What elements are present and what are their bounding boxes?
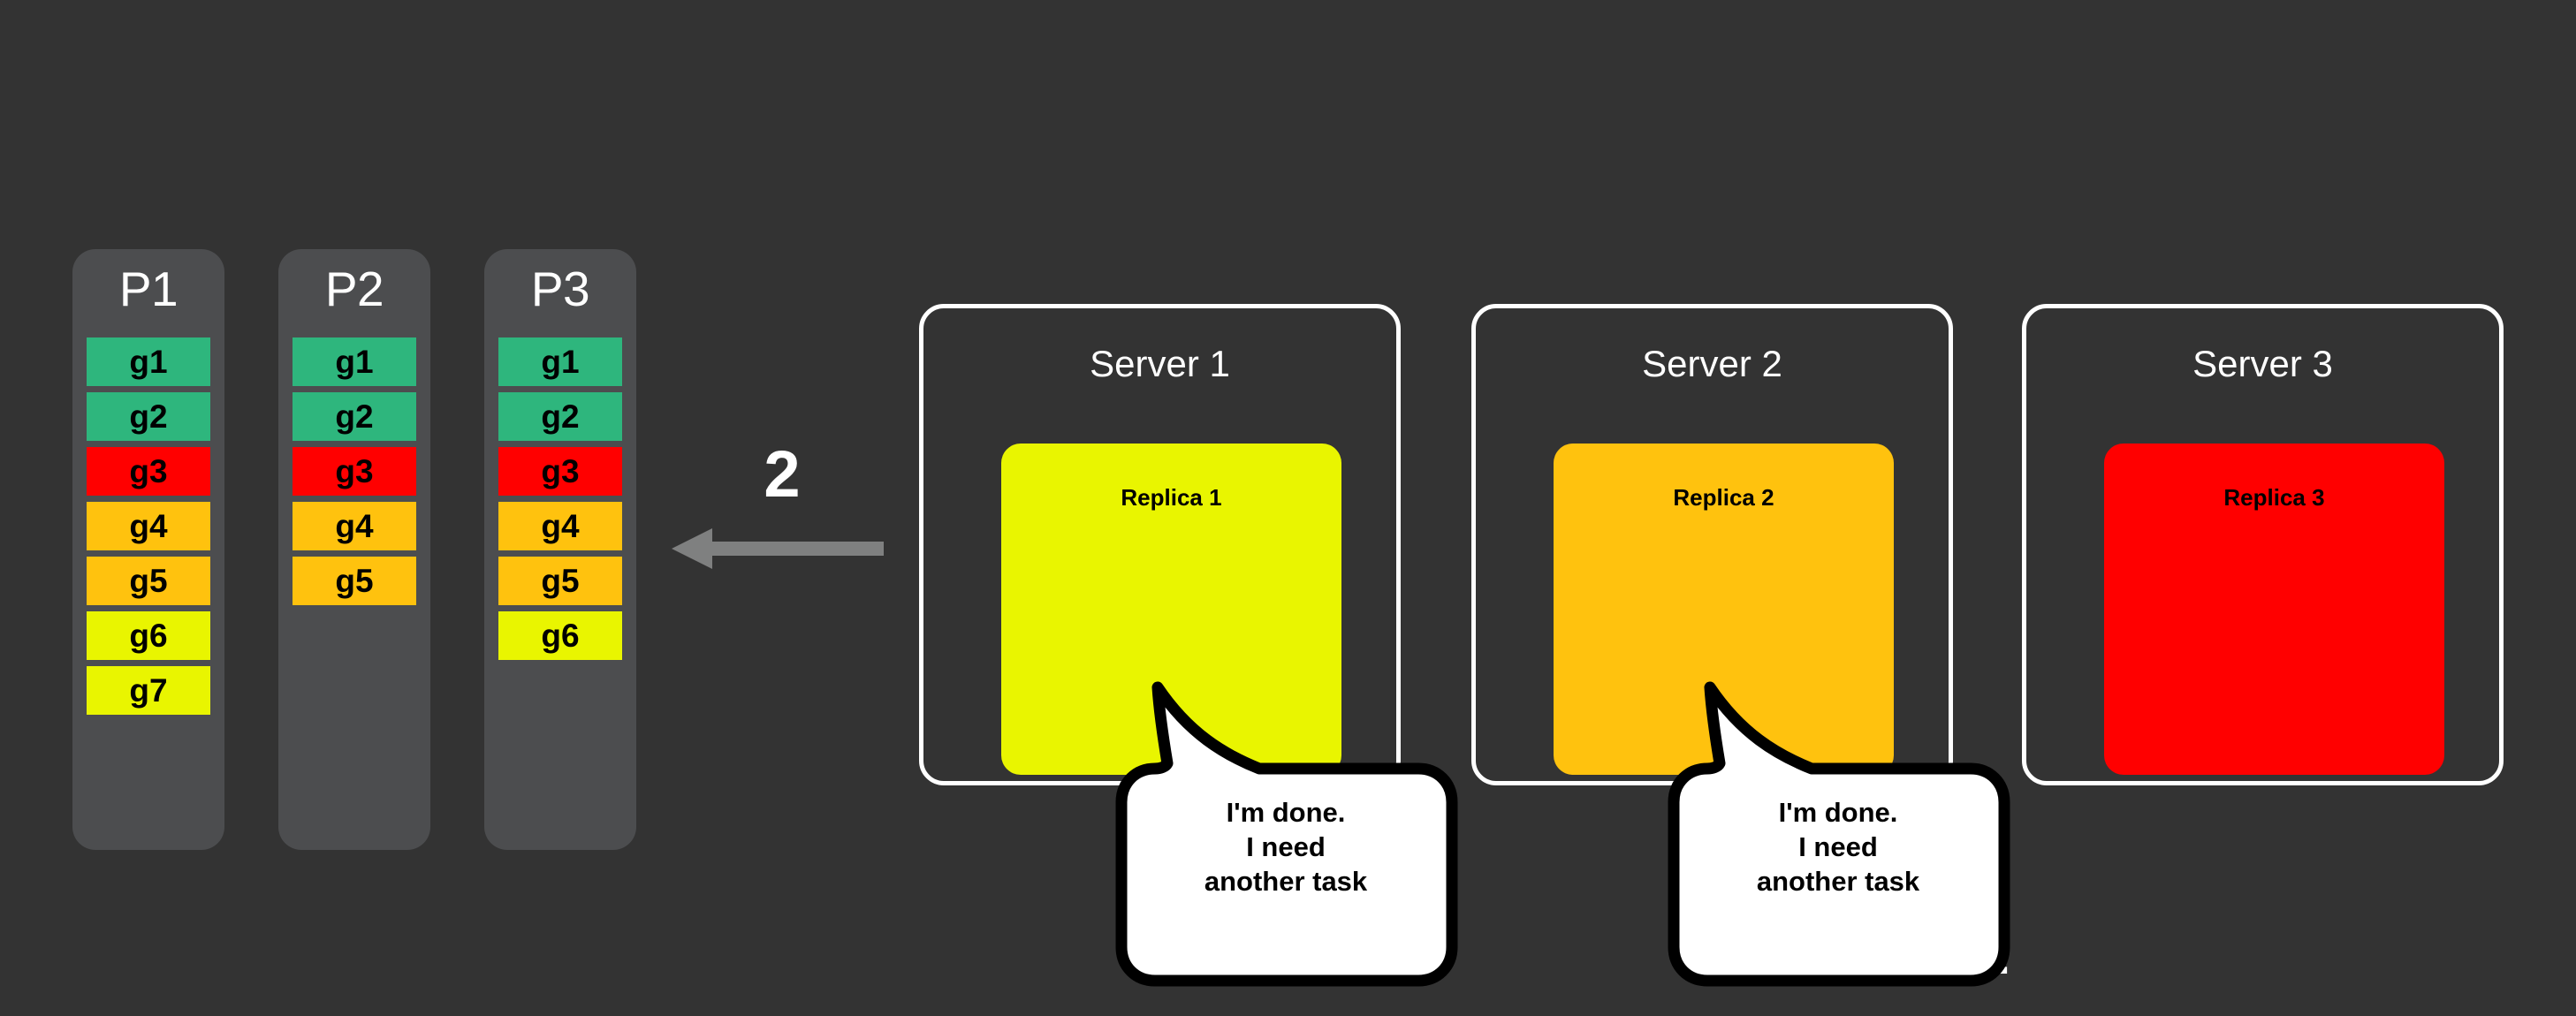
task-label: g6	[541, 618, 580, 654]
partition-p3-task-list: g1 g2 g3 g4 g5 g6	[498, 337, 622, 666]
task-label: g5	[129, 563, 168, 599]
task-label: g3	[335, 453, 374, 489]
task-block[interactable]: g5	[87, 557, 210, 605]
task-label: g4	[129, 508, 168, 544]
left-arrow-icon	[672, 528, 884, 569]
replica-3-box[interactable]: Replica 3	[2104, 444, 2444, 775]
server-1-title: Server 1	[1090, 343, 1230, 384]
replica-1-label: Replica 1	[1121, 484, 1222, 511]
diagram-canvas: P1 g1 g2 g3 g4 g5 g6 g7 P2 g1 g2 g3 g4 g…	[72, 249, 2504, 987]
task-block[interactable]: g3	[293, 447, 416, 496]
speech-bubble-shape	[1115, 681, 1458, 987]
task-block[interactable]: g6	[87, 611, 210, 660]
task-label: g4	[541, 508, 580, 544]
task-label: g5	[335, 563, 374, 599]
partition-p1[interactable]: P1 g1 g2 g3 g4 g5 g6 g7	[72, 249, 224, 850]
partition-p3-title: P3	[530, 262, 590, 316]
task-label: g4	[335, 508, 374, 544]
task-label: g2	[335, 398, 374, 435]
server-2-title: Server 2	[1642, 343, 1782, 384]
task-label: g1	[129, 344, 168, 380]
task-block[interactable]: g7	[87, 666, 210, 715]
partition-p2-title: P2	[324, 262, 384, 316]
server-3-box[interactable]: Server 3 Replica 3	[2022, 304, 2504, 785]
speech-bubble-shape	[1668, 681, 2010, 987]
speech-bubble-text: I'm done. I need another task	[1756, 797, 1920, 898]
task-block[interactable]: g6	[498, 611, 622, 660]
speech-bubble-server-1[interactable]: I'm done. I need another task	[1109, 680, 1463, 1016]
task-block[interactable]: g4	[293, 502, 416, 550]
task-label: g1	[541, 344, 580, 380]
partition-p1-task-list: g1 g2 g3 g4 g5 g6 g7	[87, 337, 210, 721]
task-label: g2	[129, 398, 168, 435]
task-block[interactable]: g5	[498, 557, 622, 605]
server-3-title: Server 3	[2192, 343, 2333, 384]
task-block[interactable]: g2	[293, 392, 416, 441]
task-block[interactable]: g2	[498, 392, 622, 441]
replica-3-label: Replica 3	[2223, 484, 2325, 511]
task-block[interactable]: g3	[87, 447, 210, 496]
task-label: g7	[129, 672, 168, 709]
task-label: g1	[335, 344, 374, 380]
task-label: g3	[129, 453, 168, 489]
partition-p2[interactable]: P2 g1 g2 g3 g4 g5	[278, 249, 430, 850]
task-block[interactable]: g4	[87, 502, 210, 550]
partition-p3[interactable]: P3 g1 g2 g3 g4 g5 g6	[484, 249, 636, 850]
speech-bubble-server-2[interactable]: I'm done. I need another task	[1661, 680, 2015, 1016]
task-block[interactable]: g3	[498, 447, 622, 496]
task-block[interactable]: g1	[498, 337, 622, 386]
task-label: g5	[541, 563, 580, 599]
replica-2-label: Replica 2	[1673, 484, 1774, 511]
flow-step-two-group: 2	[672, 437, 893, 569]
task-block[interactable]: g5	[293, 557, 416, 605]
task-block[interactable]: g1	[87, 337, 210, 386]
task-block[interactable]: g2	[87, 392, 210, 441]
task-label: g2	[541, 398, 580, 435]
partition-p1-title: P1	[118, 262, 179, 316]
task-block[interactable]: g1	[293, 337, 416, 386]
task-label: g3	[541, 453, 580, 489]
partition-p2-task-list: g1 g2 g3 g4 g5	[293, 337, 416, 611]
flow-step-two-label: 2	[764, 437, 801, 511]
task-block[interactable]: g4	[498, 502, 622, 550]
task-label: g6	[129, 618, 168, 654]
speech-bubble-text: I'm done. I need another task	[1204, 797, 1368, 898]
